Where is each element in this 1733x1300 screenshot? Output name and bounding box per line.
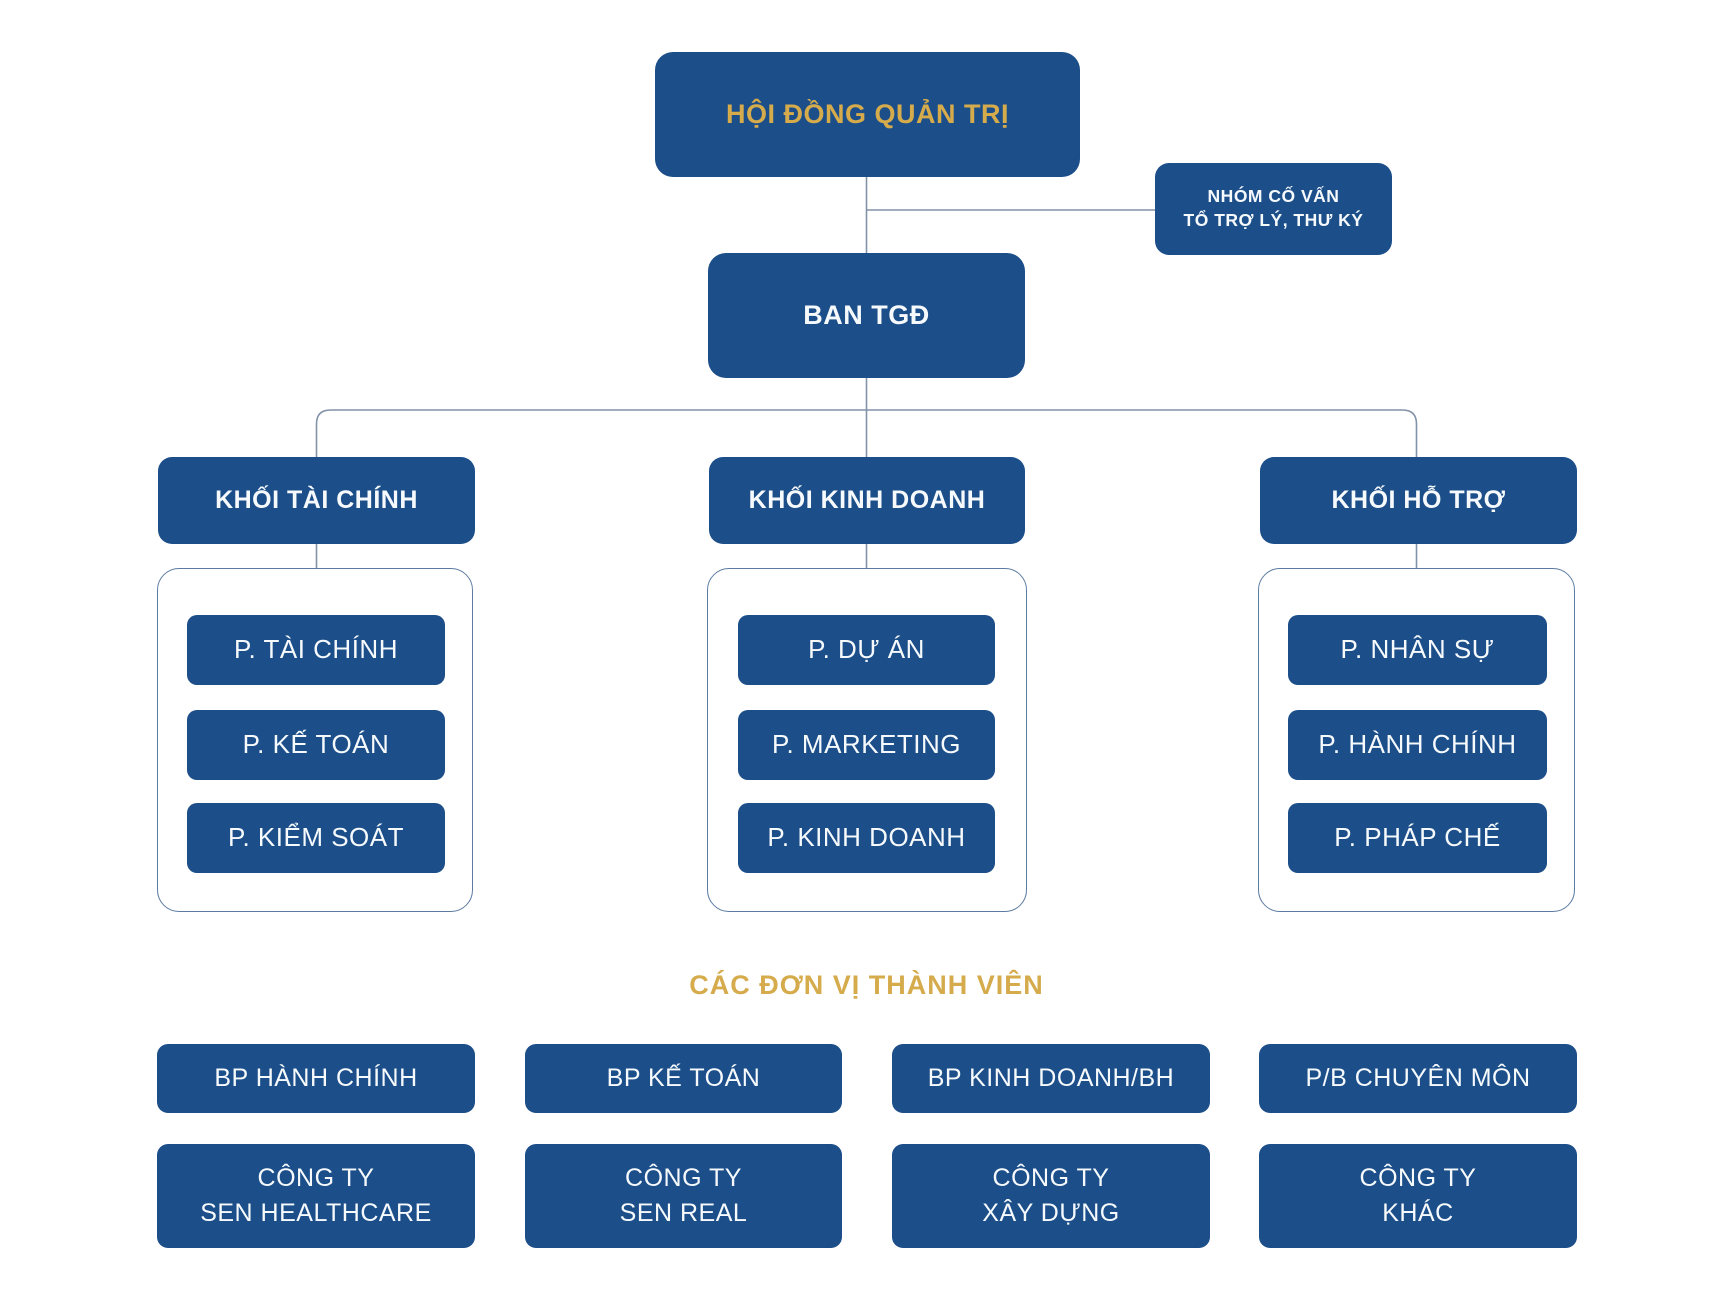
dept-project-label: P. DỰ ÁN [808,634,925,665]
division-business-box: KHỐI KINH DOANH [709,457,1025,544]
division-support-label: KHỐI HỖ TRỢ [1331,486,1506,515]
dept-legal-label: P. PHÁP CHẾ [1334,822,1501,853]
board-of-directors-box: HỘI ĐỒNG QUẢN TRỊ [655,52,1080,177]
company-khac-label: CÔNG TY KHÁC [1360,1161,1477,1231]
dept-finance-box: P. TÀI CHÍNH [187,615,445,685]
company-sen-healthcare-line2: SEN HEALTHCARE [200,1199,432,1227]
company-sen-healthcare-line1: CÔNG TY [257,1164,375,1192]
dept-sales-box: P. KINH DOANH [738,803,995,873]
division-support-box: KHỐI HỖ TRỢ [1260,457,1577,544]
unit-pb-chuyen-mon-box: P/B CHUYÊN MÔN [1259,1044,1577,1113]
division-business-label: KHỐI KINH DOANH [748,486,986,515]
advisor-group-label: NHÓM CỐ VẤN TỔ TRỢ LÝ, THƯ KÝ [1184,185,1364,232]
dept-marketing-box: P. MARKETING [738,710,995,780]
dept-accounting-box: P. KẾ TOÁN [187,710,445,780]
division-finance-box: KHỐI TÀI CHÍNH [158,457,475,544]
company-sen-real-line1: CÔNG TY [625,1164,742,1192]
unit-bp-kinh-doanh-box: BP KINH DOANH/BH [892,1044,1210,1113]
company-xay-dung-line2: XÂY DỰNG [982,1199,1120,1227]
dept-finance-label: P. TÀI CHÍNH [234,634,398,665]
dept-hr-label: P. NHÂN SỰ [1340,634,1495,665]
support-group-frame [1258,568,1575,912]
board-of-directors-label: HỘI ĐỒNG QUẢN TRỊ [726,98,1009,129]
dept-legal-box: P. PHÁP CHẾ [1288,803,1547,873]
dept-marketing-label: P. MARKETING [771,729,961,760]
company-sen-real-box: CÔNG TY SEN REAL [525,1144,842,1248]
dept-control-label: P. KIỂM SOÁT [227,822,404,853]
unit-bp-ke-toan-box: BP KẾ TOÁN [525,1044,842,1113]
dept-admin-box: P. HÀNH CHÍNH [1288,710,1547,780]
finance-group-frame [157,568,473,912]
member-units-heading: CÁC ĐƠN VỊ THÀNH VIÊN [689,970,1044,1000]
advisor-line-2: TỔ TRỢ LÝ, THƯ KÝ [1183,210,1364,230]
ceo-board-box: BAN TGĐ [708,253,1025,378]
company-khac-box: CÔNG TY KHÁC [1259,1144,1577,1248]
dept-project-box: P. DỰ ÁN [738,615,995,685]
dept-control-box: P. KIỂM SOÁT [187,803,445,873]
unit-bp-kinh-doanh-label: BP KINH DOANH/BH [927,1064,1175,1093]
advisor-group-box: NHÓM CỐ VẤN TỔ TRỢ LÝ, THƯ KÝ [1155,163,1392,255]
company-sen-healthcare-box: CÔNG TY SEN HEALTHCARE [157,1144,475,1248]
company-sen-real-line2: SEN REAL [619,1199,748,1227]
dept-accounting-label: P. KẾ TOÁN [242,729,390,760]
unit-bp-hanh-chinh-label: BP HÀNH CHÍNH [214,1064,418,1093]
company-xay-dung-line1: CÔNG TY [992,1164,1110,1192]
company-xay-dung-label: CÔNG TY XÂY DỰNG [982,1161,1119,1231]
company-sen-healthcare-label: CÔNG TY SEN HEALTHCARE [200,1161,432,1231]
advisor-line-1: NHÓM CỐ VẤN [1207,186,1340,207]
company-khac-line2: KHÁC [1382,1199,1454,1227]
ceo-board-label: BAN TGĐ [803,299,930,330]
division-finance-label: KHỐI TÀI CHÍNH [215,486,418,515]
unit-pb-chuyen-mon-label: P/B CHUYÊN MÔN [1305,1064,1531,1093]
dept-hr-box: P. NHÂN SỰ [1288,615,1547,685]
dept-sales-label: P. KINH DOANH [767,822,966,853]
business-group-frame [707,568,1027,912]
unit-bp-hanh-chinh-box: BP HÀNH CHÍNH [157,1044,475,1113]
dept-admin-label: P. HÀNH CHÍNH [1318,729,1517,760]
unit-bp-ke-toan-label: BP KẾ TOÁN [606,1064,761,1093]
company-xay-dung-box: CÔNG TY XÂY DỰNG [892,1144,1210,1248]
line-branch-bar [315,409,1418,457]
company-sen-real-label: CÔNG TY SEN REAL [620,1161,748,1231]
company-khac-line1: CÔNG TY [1359,1164,1477,1192]
